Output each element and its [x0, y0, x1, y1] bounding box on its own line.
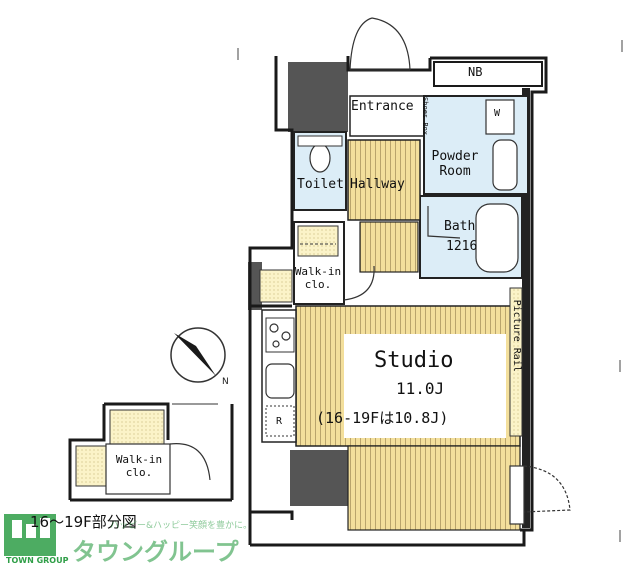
- bath-door: [427, 206, 461, 239]
- washer-space: [485, 99, 515, 135]
- picture-rail-label: Picture Rail: [510, 299, 522, 372]
- compass-icon: N: [170, 327, 229, 387]
- kitchen-sink: [265, 363, 295, 399]
- entrance-label: Entrance: [351, 99, 414, 114]
- bath-size-label: 1216: [446, 239, 478, 254]
- hallway-lower-floor: [359, 221, 419, 273]
- fridge-space: [265, 405, 295, 437]
- studio-label: Studio: [374, 348, 454, 373]
- walkin-partial-label: Walk-in clo.: [115, 453, 163, 479]
- watermark-brand-en: TOWN GROUP: [6, 556, 69, 565]
- balcony-door: [509, 465, 571, 525]
- studio-size-label: 11.0J: [396, 379, 445, 398]
- bathtub: [475, 203, 519, 273]
- hallway-floor: [347, 139, 421, 221]
- nb-niche: [433, 61, 543, 87]
- outline-walls: [248, 56, 548, 547]
- entrance-door: [349, 17, 411, 71]
- stove: [265, 317, 295, 353]
- toilet-label: Toilet: [297, 177, 344, 192]
- studio-label-box: [344, 334, 506, 438]
- watermark-brand-ja: タウングループ: [72, 538, 239, 566]
- nb-label: NB: [468, 65, 483, 79]
- picture-rail: [509, 287, 523, 437]
- partial-plan: [68, 402, 234, 502]
- toilet-tank: [297, 135, 343, 147]
- studio-note-label: (16-19Fは10.8J): [316, 409, 449, 427]
- wash-basin: [492, 139, 518, 191]
- walkin-shelf-left: [259, 269, 293, 303]
- studio-floor-lower: [347, 445, 521, 531]
- toilet-bowl: [309, 143, 331, 173]
- walkin-shelf-top: [297, 225, 339, 257]
- fridge-label: R: [276, 416, 283, 427]
- svg-text:N: N: [222, 377, 229, 387]
- powder-room-label: Powder Room: [431, 149, 479, 179]
- town-group-logo-icon: [4, 514, 56, 556]
- exterior-walls: [248, 62, 530, 528]
- watermark-tagline: ハッピー&ハッピー笑顔を豊かに。: [110, 521, 253, 531]
- walkin-door: [343, 265, 375, 301]
- shoes-box-label: Shoes Box: [421, 97, 430, 135]
- partial-plan-caption: 16～19F部分図: [30, 513, 137, 531]
- washer-label: W: [494, 108, 501, 119]
- bath-label: Bath: [444, 219, 476, 234]
- hallway-label: Hallway: [350, 177, 405, 192]
- walkin-closet-label: Walk-in clo.: [294, 265, 342, 291]
